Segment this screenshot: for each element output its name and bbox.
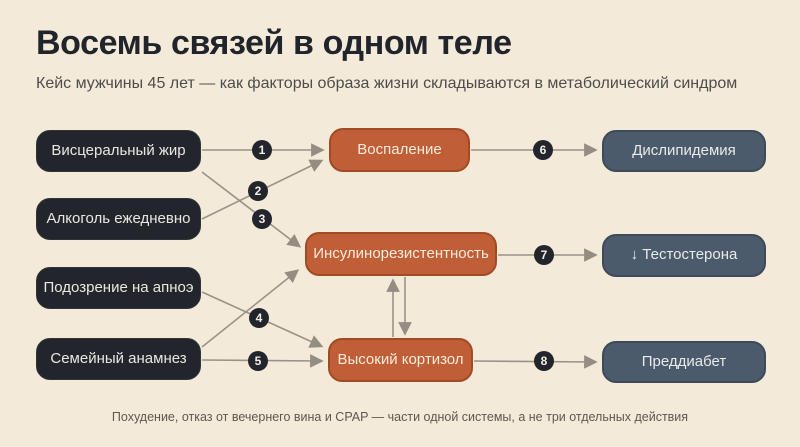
page-title: Восемь связей в одном теле [36, 24, 512, 62]
node-visceral-fat: Висцеральный жир [36, 130, 201, 172]
node-label: Дислипидемия [632, 141, 736, 159]
node-label: Семейный анамнез [50, 349, 187, 367]
node-label: ↓ Тестостерона [630, 246, 738, 264]
node-dyslipidemia: Дислипидемия [602, 130, 766, 172]
node-label: Инсулинорезистентность [313, 244, 489, 262]
connection-number-2: 2 [248, 181, 268, 201]
node-high-cortisol: Высокий кортизол [328, 338, 473, 382]
node-apnea-suspicion: Подозрение на апноэ [36, 267, 201, 309]
node-low-testosterone: ↓ Тестостерона [602, 234, 766, 277]
node-label: Алкоголь ежедневно [46, 209, 191, 227]
node-label: Воспаление [357, 140, 442, 158]
node-inflammation: Воспаление [329, 128, 470, 172]
connection-number-5: 5 [248, 351, 268, 371]
footer-note: Похудение, отказ от вечернего вина и CPA… [111, 410, 689, 424]
node-insulin-resistance: Инсулинорезистентность [305, 232, 497, 276]
node-daily-alcohol: Алкоголь ежедневно [36, 198, 201, 240]
page-subtitle: Кейс мужчины 45 лет — как факторы образа… [36, 75, 738, 92]
header: Восемь связей в одном теле Кейс мужчины … [36, 24, 737, 93]
connector-3-visceral-to-insulin-resistance [201, 171, 302, 248]
connection-number-7: 7 [534, 245, 554, 265]
connector-family-to-insulin-resistance [201, 269, 300, 348]
connection-number-6: 6 [533, 140, 553, 160]
node-prediabetes: Преддиабет [602, 341, 766, 383]
node-family-history: Семейный анамнез [36, 338, 201, 380]
node-label: Висцеральный жир [51, 141, 186, 159]
connection-number-3: 3 [252, 209, 272, 229]
node-label: Подозрение на апноэ [43, 278, 194, 296]
node-label: Высокий кортизол [337, 350, 464, 368]
connection-number-4: 4 [249, 308, 269, 328]
connection-number-1: 1 [252, 140, 272, 160]
node-label: Преддиабет [641, 352, 727, 370]
connection-number-8: 8 [534, 351, 554, 371]
